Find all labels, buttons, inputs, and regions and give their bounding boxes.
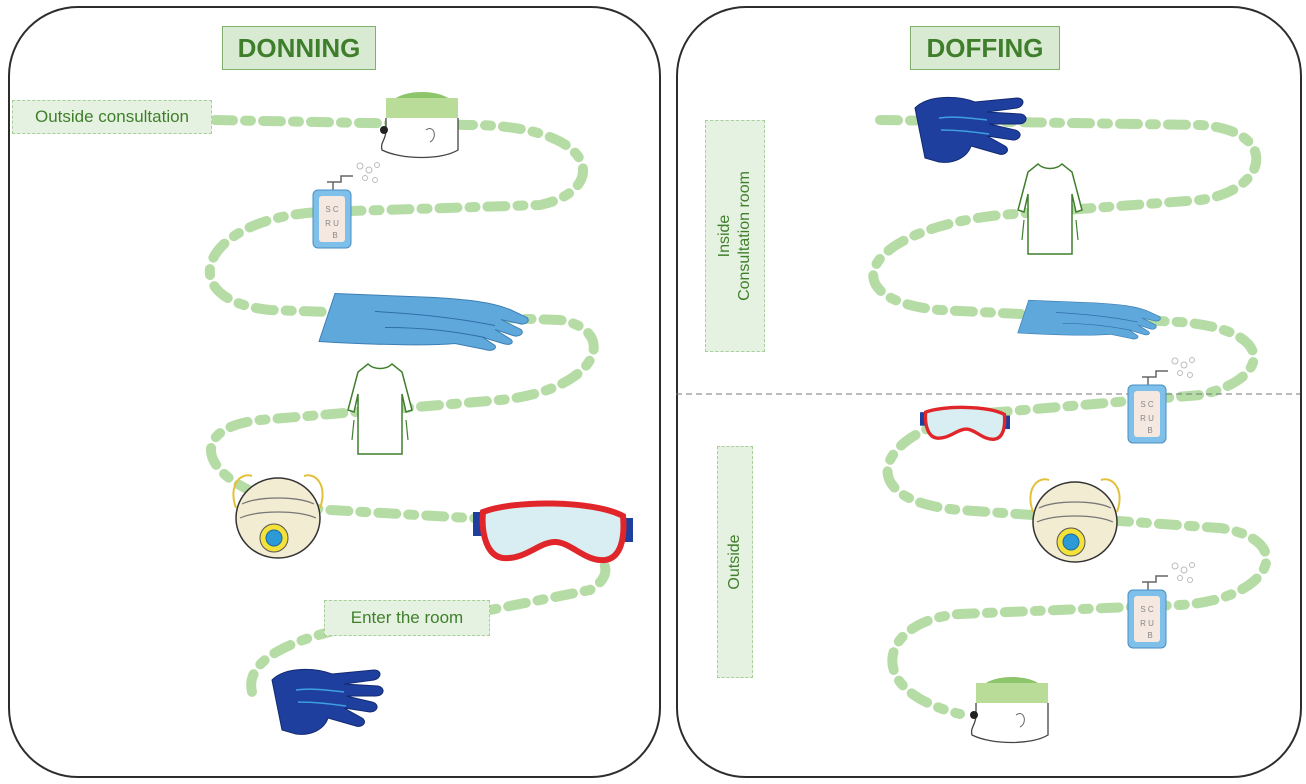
outside-consultation-label: Outside consultation [12,100,212,134]
exam-glove-icon [1017,299,1161,340]
enter-room-label: Enter the room [324,600,490,636]
donning-title: DONNING [222,26,376,70]
inside-zone-line2: Consultation room [736,171,753,301]
goggles-icon [920,405,1010,441]
glove-icon [914,96,1027,164]
inside-zone-line1: Inside [716,214,733,258]
glove-icon [271,668,384,736]
donning-path [204,115,611,705]
exam-glove-icon [318,292,529,351]
gown-icon [347,363,413,455]
doffing-title: DOFFING [910,26,1060,70]
respirator-mask-icon [1029,478,1121,563]
gown-icon [1017,163,1083,255]
hand-sanitizer-icon [312,161,381,249]
goggles-icon [473,503,633,560]
inside-consultation-room-zone: Inside Consultation room [705,120,765,352]
cap-icon [969,676,1049,744]
outside-zone-label: Outside [726,534,743,590]
outside-zone: Outside [717,446,753,678]
cap-icon [379,91,459,159]
